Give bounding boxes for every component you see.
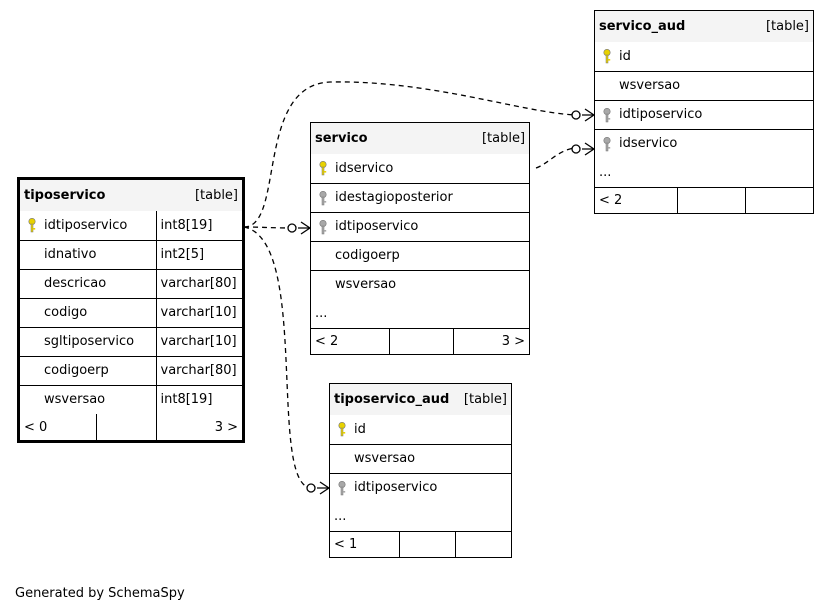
- column-row[interactable]: idtiposervico int8[19]: [20, 211, 243, 241]
- table-type: [table]: [463, 392, 507, 407]
- primary-key-icon: [319, 161, 327, 176]
- column-name: id: [354, 421, 366, 437]
- table-type: [table]: [481, 131, 526, 146]
- column-row[interactable]: wsversao: [330, 443, 511, 474]
- column-type: varchar[80]: [155, 268, 243, 299]
- column-type: int8[19]: [155, 211, 243, 241]
- primary-key-icon: [603, 49, 611, 64]
- column-name: wsversao: [354, 451, 416, 466]
- column-row[interactable]: id: [330, 415, 511, 445]
- column-name: wsversao: [44, 392, 106, 408]
- parents-count[interactable]: < 1: [330, 530, 400, 557]
- column-name: wsversao: [619, 78, 681, 93]
- column-type: int2[5]: [155, 239, 243, 270]
- column-row[interactable]: codigo varchar[10]: [20, 297, 243, 328]
- optional-marker: [306, 483, 316, 493]
- parents-count[interactable]: < 2: [595, 186, 678, 213]
- table-name: servico_aud: [599, 19, 686, 34]
- table-name: tiposervico_aud: [334, 392, 450, 407]
- crowfoot-marker: [582, 142, 595, 156]
- column-name: codigoerp: [44, 363, 109, 378]
- table-type: [table]: [194, 188, 239, 203]
- children-count[interactable]: [744, 186, 814, 213]
- more-columns: ...: [330, 502, 511, 532]
- column-row[interactable]: wsversao int8[19]: [20, 384, 243, 414]
- column-name: codigo: [44, 305, 88, 320]
- table-header: servico [table]: [311, 123, 530, 154]
- column-name: idtiposervico: [354, 480, 438, 496]
- optional-marker: [571, 144, 581, 154]
- table-type: [table]: [765, 19, 810, 34]
- column-type: varchar[10]: [155, 326, 243, 357]
- column-name: idtiposervico: [619, 107, 703, 122]
- table-header: servico_aud [table]: [595, 11, 814, 42]
- optional-marker: [571, 110, 581, 120]
- edge-tiposervico-servico: [243, 226, 293, 229]
- column-name: wsversao: [335, 277, 397, 293]
- column-row[interactable]: wsversao: [311, 269, 530, 299]
- column-name: idnativo: [44, 247, 97, 262]
- column-name: id: [619, 48, 631, 64]
- foreign-key-icon: [603, 136, 611, 151]
- column-row[interactable]: idservico: [311, 154, 530, 184]
- table-header: tiposervico_aud [table]: [330, 384, 511, 415]
- parents-count[interactable]: < 0: [20, 414, 97, 440]
- table-name: servico: [315, 131, 368, 146]
- more-columns: ...: [311, 299, 530, 329]
- more-columns: ...: [595, 158, 814, 188]
- table-tiposervico-aud[interactable]: tiposervico_aud [table] id wsversao idtipo…: [329, 383, 512, 558]
- column-row[interactable]: idservico: [595, 128, 814, 158]
- crowfoot-marker: [298, 221, 311, 235]
- table-servico-aud[interactable]: servico_aud [table] id wsversao idtiposerv…: [594, 10, 814, 214]
- table-tiposervico[interactable]: tiposervico [table] idtiposervico int8[19…: [17, 177, 245, 443]
- column-name: codigoerp: [335, 248, 400, 263]
- column-name: idtiposervico: [44, 217, 128, 233]
- column-row[interactable]: descricao varchar[80]: [20, 268, 243, 299]
- edge-tiposervico-servico-aud: [243, 81, 576, 228]
- optional-marker: [287, 223, 297, 233]
- column-name: descricao: [44, 276, 107, 291]
- column-type: int8[19]: [155, 384, 243, 414]
- column-name: idestagioposterior: [335, 190, 453, 205]
- edge-tiposervico-tiposervico-aud: [243, 226, 311, 489]
- foreign-key-icon: [319, 190, 327, 205]
- foreign-key-icon: [603, 107, 611, 122]
- primary-key-icon: [28, 218, 36, 233]
- children-count[interactable]: 3 >: [452, 327, 530, 354]
- table-servico[interactable]: servico [table] idservico idestagioposter…: [310, 122, 530, 355]
- column-row[interactable]: idtiposervico: [595, 99, 814, 130]
- edge-servico-servico-aud: [535, 147, 576, 169]
- column-name: idservico: [619, 136, 678, 152]
- foreign-key-icon: [338, 480, 346, 495]
- column-name: sgltiposervico: [44, 334, 135, 349]
- crowfoot-marker: [317, 481, 330, 495]
- crowfoot-marker: [582, 108, 595, 122]
- column-type: varchar[80]: [155, 355, 243, 386]
- parents-count[interactable]: < 2: [311, 327, 390, 354]
- children-count[interactable]: 3 >: [155, 414, 243, 440]
- foreign-key-icon: [319, 219, 327, 234]
- table-name: tiposervico: [24, 188, 106, 203]
- column-row[interactable]: wsversao: [595, 70, 814, 101]
- column-row[interactable]: idestagioposterior: [311, 182, 530, 213]
- column-name: idservico: [335, 160, 394, 176]
- column-row[interactable]: codigoerp: [311, 240, 530, 271]
- column-row[interactable]: idtiposervico: [311, 211, 530, 242]
- children-count[interactable]: [454, 530, 511, 557]
- column-name: idtiposervico: [335, 219, 419, 234]
- primary-key-icon: [338, 422, 346, 437]
- column-row[interactable]: codigoerp varchar[80]: [20, 355, 243, 386]
- column-row[interactable]: id: [595, 42, 814, 72]
- column-type: varchar[10]: [155, 297, 243, 328]
- generated-by-text: Generated by SchemaSpy: [15, 586, 185, 601]
- column-row[interactable]: idnativo int2[5]: [20, 239, 243, 270]
- column-row[interactable]: idtiposervico: [330, 472, 511, 502]
- column-row[interactable]: sgltiposervico varchar[10]: [20, 326, 243, 357]
- table-header: tiposervico [table]: [20, 180, 243, 211]
